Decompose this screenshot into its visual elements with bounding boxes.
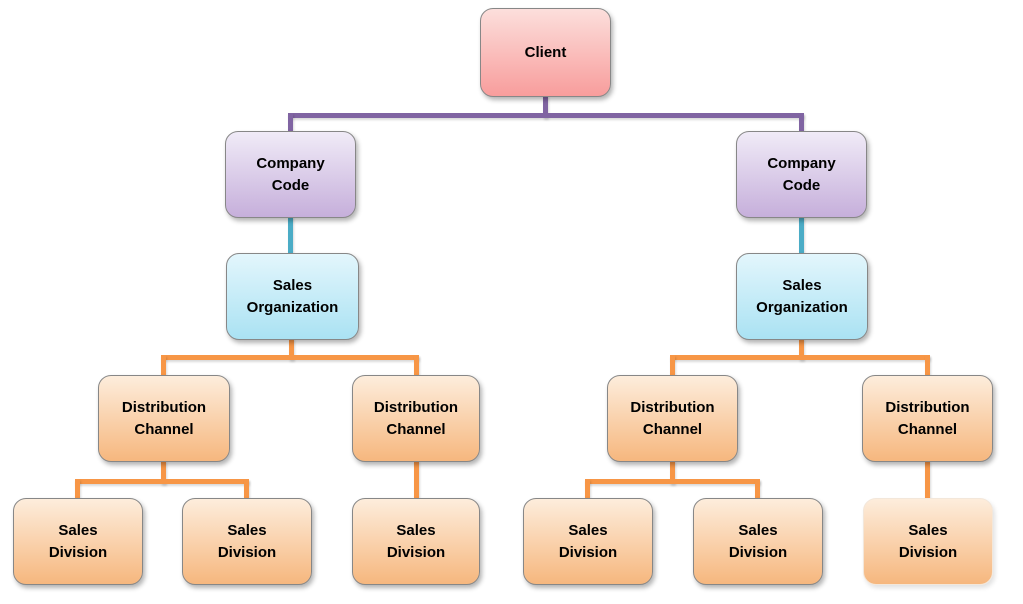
connector-dc3-crossbar (585, 479, 760, 484)
connector-so-right-crossbar (670, 355, 930, 360)
node-sales-organization-right: Sales Organization (736, 253, 868, 340)
connector-sales-org-left (288, 216, 293, 254)
connector-dc3-drop (670, 355, 675, 377)
connector-sd6-drop (925, 460, 930, 500)
node-company-code-left: Company Code (225, 131, 356, 218)
connector-client-crossbar (288, 113, 804, 118)
connector-company-code-left (288, 113, 293, 133)
connector-company-code-right (799, 113, 804, 133)
node-sales-division-1: Sales Division (13, 498, 143, 585)
node-sales-division-3: Sales Division (352, 498, 480, 585)
connector-dc1-crossbar (75, 479, 249, 484)
connector-sales-org-right (799, 216, 804, 254)
node-distribution-channel-4: Distribution Channel (862, 375, 993, 462)
node-sales-division-4: Sales Division (523, 498, 653, 585)
connector-dc2-drop (414, 355, 419, 377)
node-sales-division-2: Sales Division (182, 498, 312, 585)
connector-client-trunk (543, 95, 548, 118)
connector-dc3-trunk (670, 460, 675, 484)
node-client: Client (480, 8, 611, 97)
connector-sd4-drop (585, 479, 590, 500)
node-distribution-channel-3: Distribution Channel (607, 375, 738, 462)
connector-dc4-drop (925, 355, 930, 377)
node-sales-division-5: Sales Division (693, 498, 823, 585)
node-distribution-channel-1: Distribution Channel (98, 375, 230, 462)
connector-sd2-drop (244, 479, 249, 500)
node-sales-division-6: Sales Division (863, 498, 993, 585)
connector-dc1-trunk (161, 460, 166, 484)
connector-so-right-trunk (799, 338, 804, 360)
connector-so-left-crossbar (161, 355, 419, 360)
node-sales-organization-left: Sales Organization (226, 253, 359, 340)
connector-sd3-drop (414, 460, 419, 500)
node-company-code-right: Company Code (736, 131, 867, 218)
connector-sd5-drop (755, 479, 760, 500)
connector-so-left-trunk (289, 338, 294, 360)
node-distribution-channel-2: Distribution Channel (352, 375, 480, 462)
connector-dc1-drop (161, 355, 166, 377)
connector-sd1-drop (75, 479, 80, 500)
